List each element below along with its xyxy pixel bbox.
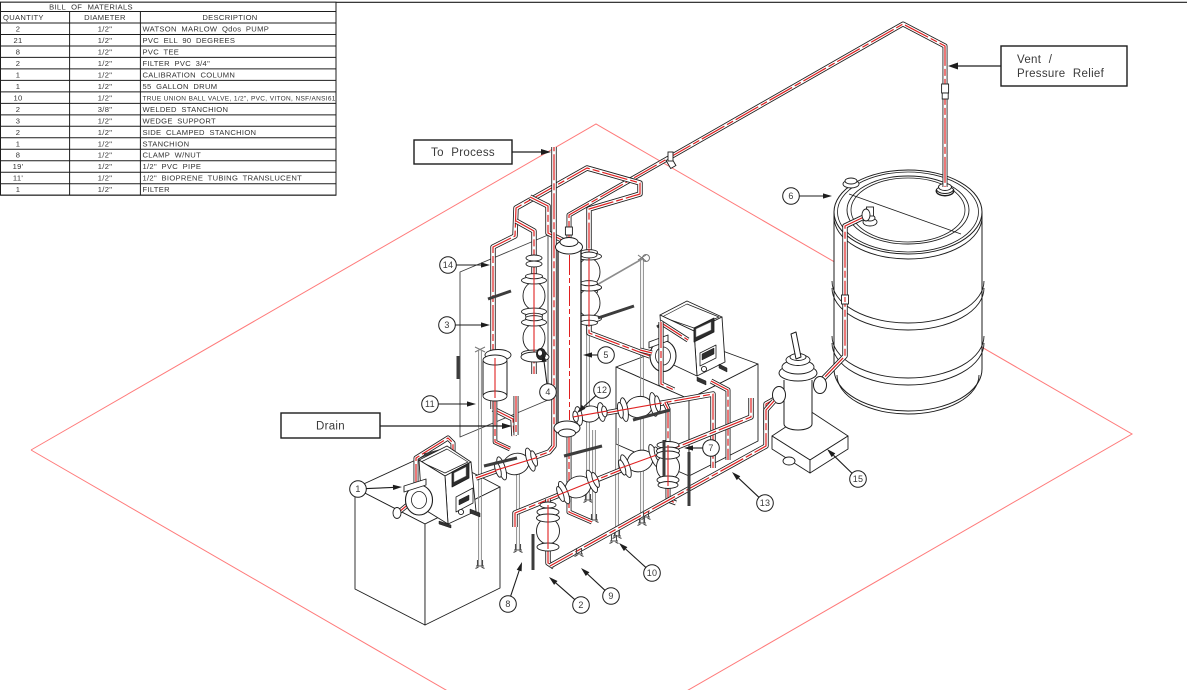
svg-text:1: 1: [16, 82, 21, 91]
svg-text:DIAMETER: DIAMETER: [84, 13, 126, 22]
svg-text:1/2": 1/2": [98, 93, 112, 102]
svg-text:21: 21: [13, 36, 22, 45]
svg-text:8: 8: [16, 47, 21, 56]
svg-text:1/2": 1/2": [98, 139, 112, 148]
svg-text:6: 6: [788, 191, 793, 201]
svg-text:15: 15: [853, 474, 864, 484]
svg-text:1/2" PVC PIPE: 1/2" PVC PIPE: [143, 162, 202, 171]
svg-text:1/2": 1/2": [98, 82, 112, 91]
svg-text:PVC ELL 90 DEGREES: PVC ELL 90 DEGREES: [143, 36, 236, 45]
svg-text:2: 2: [16, 25, 21, 34]
svg-text:11': 11': [13, 174, 23, 183]
svg-text:7: 7: [708, 443, 713, 453]
svg-text:TRUE UNION BALL VALVE, 1/2", P: TRUE UNION BALL VALVE, 1/2", PVC, VITON,…: [143, 95, 336, 102]
svg-text:4: 4: [545, 387, 550, 397]
svg-text:14: 14: [443, 260, 454, 270]
svg-text:1: 1: [16, 70, 21, 79]
svg-text:1/2": 1/2": [98, 47, 112, 56]
svg-text:WATSON MARLOW Qdos PUMP: WATSON MARLOW Qdos PUMP: [143, 25, 270, 34]
svg-text:Drain: Drain: [316, 421, 345, 433]
svg-text:WEDGE SUPPORT: WEDGE SUPPORT: [143, 116, 217, 125]
svg-text:CLAMP W/NUT: CLAMP W/NUT: [143, 151, 202, 160]
svg-text:BILL OF MATERIALS: BILL OF MATERIALS: [49, 3, 133, 12]
svg-text:1/2": 1/2": [98, 128, 112, 137]
svg-text:8: 8: [16, 151, 21, 160]
svg-text:1/2": 1/2": [98, 174, 112, 183]
svg-text:CALIBRATION COLUMN: CALIBRATION COLUMN: [143, 70, 236, 79]
svg-text:19': 19': [13, 162, 24, 171]
svg-text:2: 2: [16, 128, 21, 137]
svg-text:WELDED STANCHION: WELDED STANCHION: [143, 105, 229, 114]
svg-text:1/2": 1/2": [98, 116, 112, 125]
svg-text:55 GALLON DRUM: 55 GALLON DRUM: [143, 82, 218, 91]
svg-text:5: 5: [603, 350, 608, 360]
svg-text:To Process: To Process: [431, 147, 495, 159]
svg-text:1: 1: [16, 185, 21, 194]
svg-text:1/2": 1/2": [98, 185, 112, 194]
svg-text:PVC TEE: PVC TEE: [143, 47, 180, 56]
svg-text:FILTER PVC 3/4": FILTER PVC 3/4": [143, 59, 211, 68]
svg-text:1/2": 1/2": [98, 59, 112, 68]
svg-text:1/2": 1/2": [98, 151, 112, 160]
svg-text:1: 1: [16, 139, 21, 148]
svg-text:SIDE CLAMPED STANCHION: SIDE CLAMPED STANCHION: [143, 128, 257, 137]
svg-text:13: 13: [760, 498, 771, 508]
svg-text:QUANTITY: QUANTITY: [3, 13, 44, 22]
svg-text:STANCHION: STANCHION: [143, 139, 190, 148]
svg-text:10: 10: [13, 93, 22, 102]
svg-text:Vent /: Vent /: [1017, 54, 1053, 66]
svg-text:2: 2: [16, 59, 21, 68]
svg-text:3: 3: [444, 320, 449, 330]
svg-text:8: 8: [505, 599, 510, 609]
svg-text:10: 10: [647, 568, 658, 578]
svg-text:1/2": 1/2": [98, 162, 112, 171]
svg-text:3/8": 3/8": [98, 105, 112, 114]
svg-text:11: 11: [425, 399, 435, 409]
svg-text:2: 2: [16, 105, 21, 114]
svg-text:1/2": 1/2": [98, 70, 112, 79]
svg-text:2: 2: [578, 600, 583, 610]
svg-text:1/2": 1/2": [98, 25, 112, 34]
svg-text:1: 1: [355, 484, 360, 494]
svg-text:1/2" BIOPRENE TUBING TRANSLUCE: 1/2" BIOPRENE TUBING TRANSLUCENT: [143, 174, 303, 183]
svg-text:3: 3: [16, 116, 21, 125]
svg-text:1/2": 1/2": [98, 36, 112, 45]
svg-text:DESCRIPTION: DESCRIPTION: [202, 13, 257, 22]
svg-text:9: 9: [608, 591, 613, 601]
svg-text:Pressure Relief: Pressure Relief: [1017, 68, 1105, 80]
svg-text:FILTER: FILTER: [143, 185, 171, 194]
svg-text:12: 12: [597, 385, 608, 395]
